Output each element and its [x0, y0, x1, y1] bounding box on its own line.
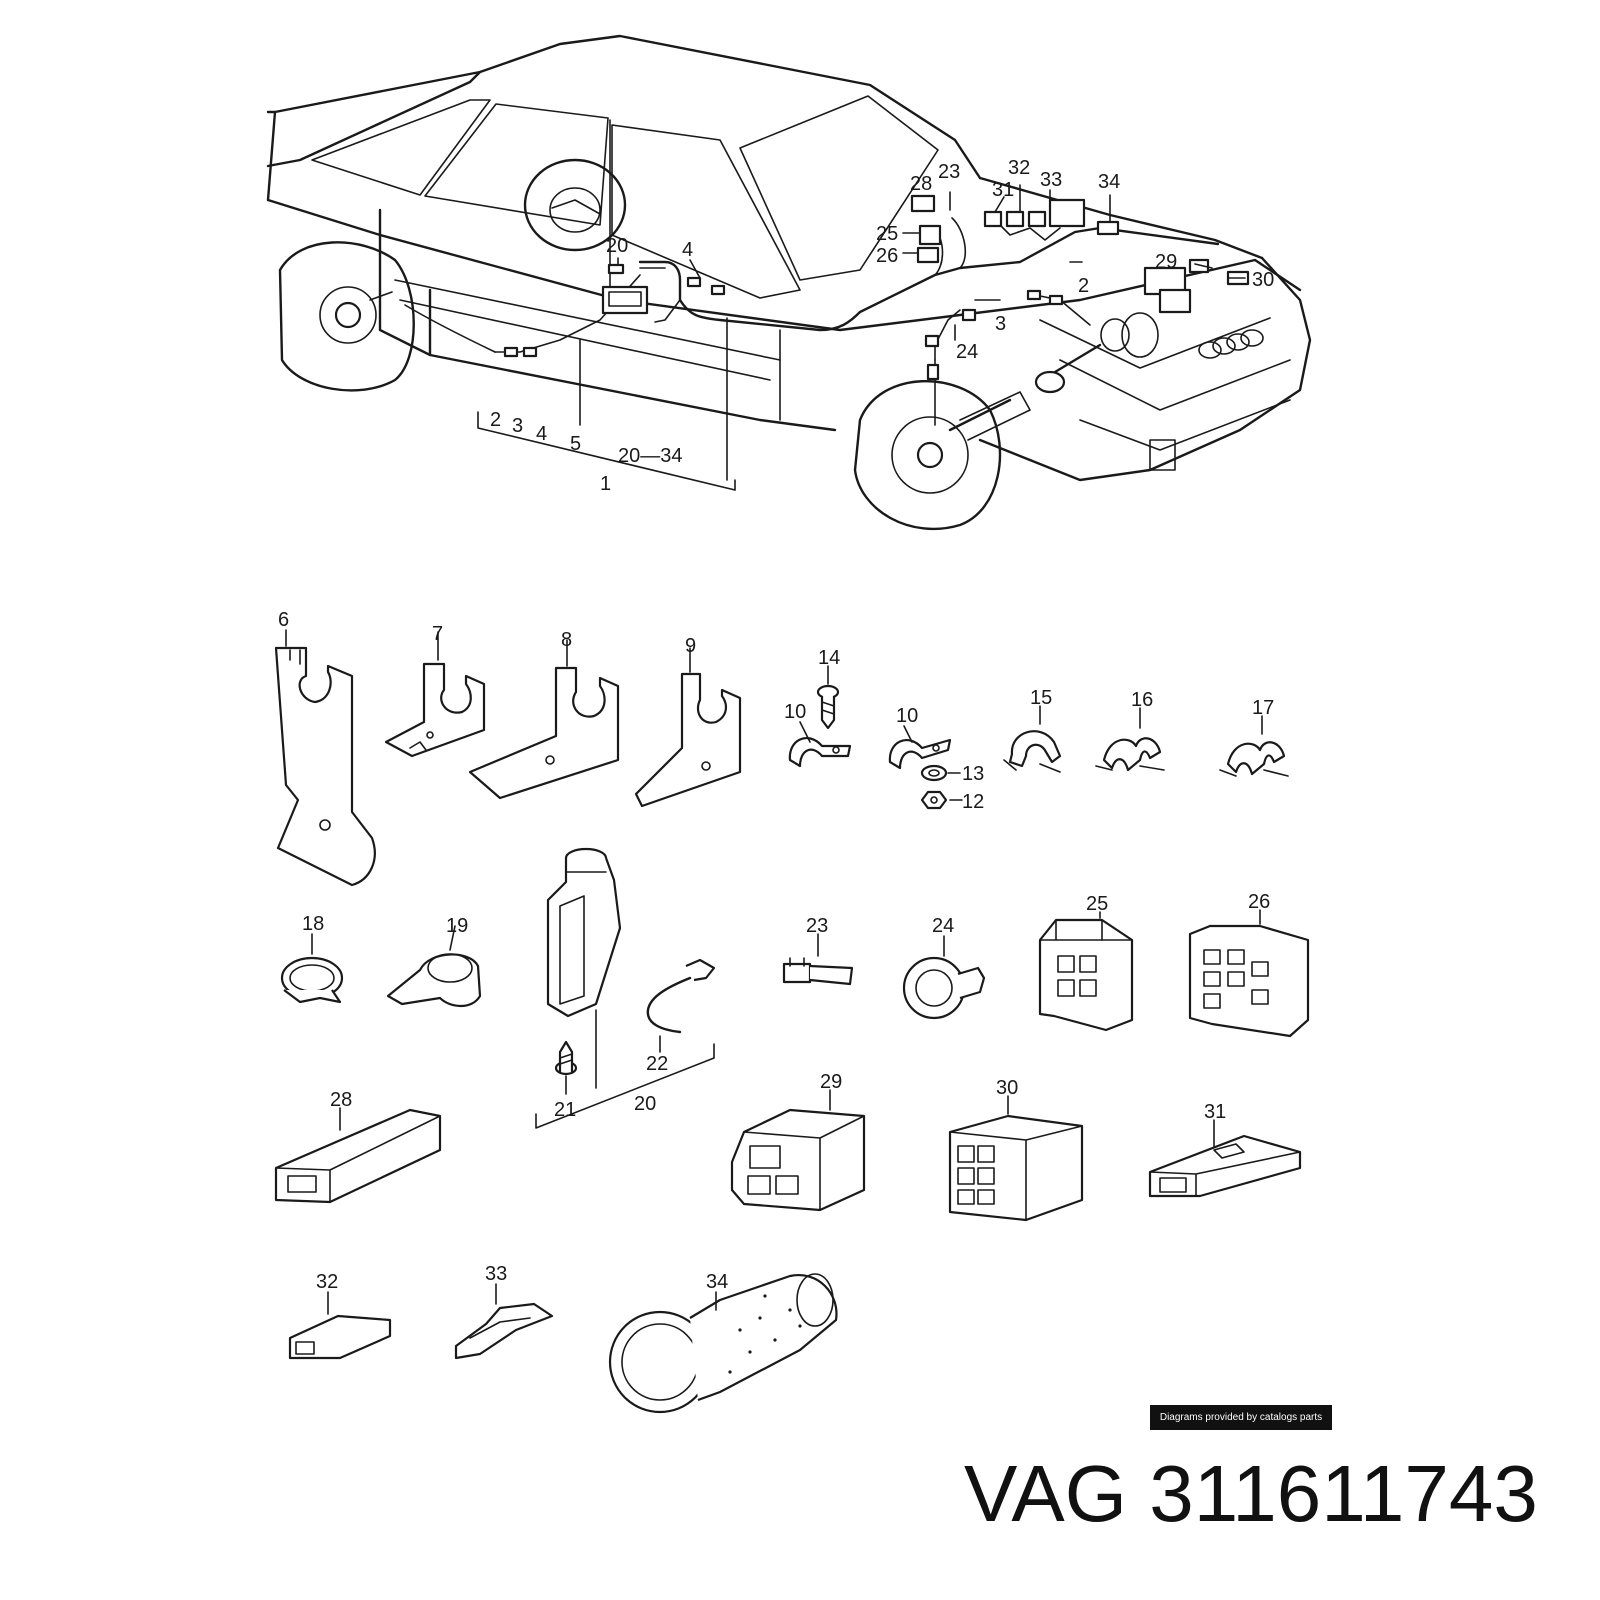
part-number: 311611743	[1149, 1449, 1538, 1538]
wiring-harness	[404, 194, 1250, 426]
callout-21: 21	[554, 1099, 576, 1121]
group-bracket-20	[535, 1043, 715, 1129]
callout-25: 25	[1086, 893, 1108, 915]
boot-34	[608, 1273, 838, 1414]
callout-group-3: 3	[512, 415, 523, 437]
callout-group-5: 5	[570, 433, 581, 455]
bracket-9	[634, 647, 742, 808]
cable-tie-22	[646, 958, 716, 1053]
callout-top-31: 31	[992, 179, 1014, 201]
housing-30	[948, 1095, 1084, 1222]
callout-17: 17	[1252, 697, 1274, 719]
clip-10a	[788, 721, 852, 768]
grommet-24	[902, 935, 986, 1020]
diagram-credit-label: Diagrams provided by catalogs parts	[1150, 1405, 1332, 1430]
washer-13	[920, 764, 961, 782]
callout-18: 18	[302, 913, 324, 935]
bracket-7	[384, 631, 486, 758]
callout-group-1: 1	[600, 473, 611, 495]
housing-25	[1038, 911, 1134, 1032]
callout-15: 15	[1030, 687, 1052, 709]
callout-16: 16	[1131, 689, 1153, 711]
callout-top-25: 25	[876, 223, 898, 245]
callout-top-28: 28	[910, 173, 932, 195]
row4-parts: 32 33 34	[288, 1263, 838, 1414]
front-wheel	[853, 380, 1031, 531]
callout-20: 20	[634, 1093, 656, 1115]
callout-6: 6	[278, 609, 289, 631]
connector-23	[782, 933, 854, 986]
callout-14: 14	[818, 647, 840, 669]
housing-26	[1188, 909, 1310, 1038]
callout-8: 8	[561, 629, 572, 651]
connector-28	[274, 1107, 442, 1204]
engine-parts	[1034, 266, 1192, 394]
connector-32	[288, 1291, 392, 1360]
screw-14	[816, 665, 840, 730]
callout-top-30: 30	[1252, 269, 1274, 291]
bracket-20	[546, 847, 622, 1089]
callout-10b: 10	[896, 705, 918, 727]
car-illustration	[266, 34, 1312, 531]
rear-wheel	[278, 241, 415, 392]
brand-part-number: VAG 311611743	[964, 1448, 1594, 1540]
callout-top-4: 4	[682, 239, 693, 261]
screw-21	[554, 1040, 578, 1095]
callout-12: 12	[962, 791, 984, 813]
callout-10a: 10	[784, 701, 806, 723]
callout-23: 23	[806, 915, 828, 937]
callout-29: 29	[820, 1071, 842, 1093]
callout-top-20: 20	[606, 235, 628, 257]
nut-12	[920, 790, 963, 810]
callout-22: 22	[646, 1053, 668, 1075]
callout-26: 26	[1248, 891, 1270, 913]
clip-16	[1095, 707, 1165, 772]
callout-top-23: 23	[938, 161, 960, 183]
top-leaders	[477, 184, 1246, 491]
callout-top-34: 34	[1098, 171, 1120, 193]
callout-34: 34	[706, 1271, 728, 1293]
bracket-8	[468, 639, 620, 800]
callout-top-33: 33	[1040, 169, 1062, 191]
row2-parts: 18 19 23 24 25 26 22 21 20	[280, 847, 1310, 1129]
spare-wheel	[523, 158, 627, 252]
callout-30: 30	[996, 1077, 1018, 1099]
callout-24: 24	[932, 915, 954, 937]
clamp-18	[280, 933, 344, 1004]
callout-group-4: 4	[536, 423, 547, 445]
top-callouts: 28 23 32 31 33 34 25 26 20 4 29 30 2 3 2…	[490, 157, 1274, 495]
bracket-6	[274, 629, 376, 887]
callout-28: 28	[330, 1089, 352, 1111]
callout-top-3: 3	[995, 313, 1006, 335]
brand-name: VAG	[964, 1449, 1128, 1538]
row3-parts: 28 29 30 31	[274, 1071, 1302, 1222]
connector-31	[1148, 1119, 1302, 1198]
callout-7: 7	[432, 623, 443, 645]
callout-33: 33	[485, 1263, 507, 1285]
brand-rings-icon	[1198, 329, 1264, 359]
callout-top-29: 29	[1155, 251, 1177, 273]
callout-top-2: 2	[1078, 275, 1089, 297]
clip-10b	[888, 725, 952, 770]
callout-group-2: 2	[490, 409, 501, 431]
clip-19	[386, 925, 482, 1008]
callout-group-20-34: 20—34	[618, 445, 683, 467]
callout-top-24: 24	[956, 341, 978, 363]
callout-top-26: 26	[876, 245, 898, 267]
terminal-33	[454, 1283, 554, 1360]
housing-29	[730, 1089, 866, 1212]
callout-9: 9	[685, 635, 696, 657]
clip-17	[1219, 715, 1289, 777]
callout-19: 19	[446, 915, 468, 937]
callout-31: 31	[1204, 1101, 1226, 1123]
callout-13: 13	[962, 763, 984, 785]
row1-parts: 6 7 8 9 14 10 10 13 12 15 16 17	[274, 609, 1289, 887]
callout-top-32: 32	[1008, 157, 1030, 179]
callout-32: 32	[316, 1271, 338, 1293]
clip-15	[1003, 705, 1062, 773]
